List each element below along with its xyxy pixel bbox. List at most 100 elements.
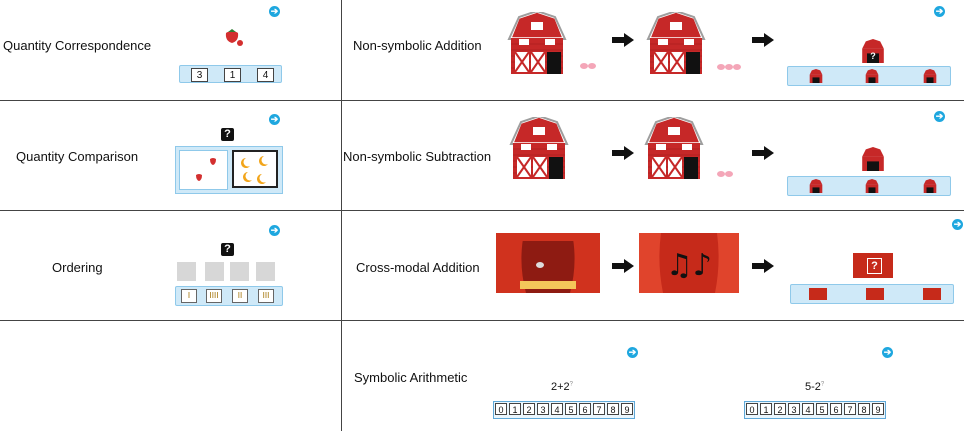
- next-arrow-icon[interactable]: ➔: [269, 114, 280, 125]
- svg-text:?: ?: [870, 51, 876, 61]
- answer-option[interactable]: 3: [191, 68, 208, 82]
- next-arrow-icon[interactable]: ➔: [934, 6, 945, 17]
- right-arrow-icon: [752, 146, 774, 160]
- right-arrow-icon: [612, 259, 634, 273]
- cross-modal-addition-label: Cross-modal Addition: [356, 260, 480, 275]
- next-arrow-icon[interactable]: ➔: [882, 347, 893, 358]
- stage-option[interactable]: [923, 288, 941, 300]
- non-symbolic-subtraction-label: Non-symbolic Subtraction: [343, 149, 492, 164]
- right-arrow-icon: [752, 259, 774, 273]
- quantity-correspondence-label: Quantity Correspondence: [3, 38, 152, 53]
- equation-text: 5-2: [805, 381, 821, 393]
- equation-1: 2+2?: [551, 381, 573, 393]
- number-option[interactable]: 9: [872, 403, 884, 415]
- tally-card[interactable]: II: [232, 289, 248, 303]
- number-option[interactable]: 4: [551, 403, 563, 415]
- strawberry-icon: [225, 29, 243, 46]
- question-mark-icon: ?: [221, 128, 234, 141]
- pig-icon: [580, 63, 596, 69]
- question-mark-icon: ?: [221, 243, 234, 256]
- answer-placeholder: ?: [820, 381, 825, 388]
- next-arrow-icon[interactable]: ➔: [269, 225, 280, 236]
- barn-icon: [641, 12, 711, 74]
- barn-icon: [862, 147, 884, 171]
- answer-bar: 3 1 4: [179, 65, 282, 83]
- order-slot[interactable]: [230, 262, 249, 281]
- number-option[interactable]: 3: [788, 403, 800, 415]
- number-option[interactable]: 0: [746, 403, 758, 415]
- tally-bar: I IIII II III: [175, 286, 283, 306]
- pig-icon: [717, 64, 741, 70]
- stage-option[interactable]: [809, 288, 827, 300]
- right-arrow-icon: [752, 33, 774, 47]
- barn-option[interactable]: [808, 179, 824, 193]
- barn-icon: [504, 117, 574, 179]
- order-slot[interactable]: [177, 262, 196, 281]
- row-divider-2: [0, 210, 964, 211]
- left-choice[interactable]: [179, 150, 228, 190]
- row-divider-1: [0, 100, 964, 101]
- question-mark-icon: ?: [867, 258, 882, 274]
- symbolic-arithmetic-label: Symbolic Arithmetic: [354, 370, 468, 385]
- right-arrow-icon: [612, 146, 634, 160]
- non-symbolic-addition-label: Non-symbolic Addition: [353, 38, 482, 53]
- next-arrow-icon[interactable]: ➔: [934, 111, 945, 122]
- tally-card[interactable]: III: [258, 289, 274, 303]
- answer-option[interactable]: 4: [257, 68, 274, 82]
- number-line: 0 1 2 3 4 5 6 7 8 9: [493, 401, 635, 419]
- column-divider: [341, 0, 342, 431]
- barn-option[interactable]: [864, 179, 880, 193]
- number-option[interactable]: 1: [760, 403, 772, 415]
- svg-text:♫♪: ♫♪: [666, 248, 712, 283]
- number-line: 0 1 2 3 4 5 6 7 8 9: [744, 401, 886, 419]
- answer-option[interactable]: 1: [224, 68, 241, 82]
- order-slot[interactable]: [205, 262, 224, 281]
- equation-text: 2+2: [551, 381, 570, 393]
- barn-icon: [502, 12, 572, 74]
- barn-option[interactable]: [808, 69, 824, 83]
- next-arrow-icon[interactable]: ➔: [627, 347, 638, 358]
- answer-bar: [787, 176, 951, 196]
- number-option[interactable]: 2: [523, 403, 535, 415]
- stage-curtain-image: [496, 233, 600, 293]
- right-choice[interactable]: [232, 150, 278, 188]
- barn-icon: [639, 117, 709, 179]
- ordering-label: Ordering: [52, 260, 103, 275]
- next-arrow-icon[interactable]: ➔: [269, 6, 280, 17]
- tally-card[interactable]: I: [181, 289, 197, 303]
- answer-placeholder: ?: [569, 381, 574, 388]
- number-option[interactable]: 6: [830, 403, 842, 415]
- next-arrow-icon[interactable]: ➔: [952, 219, 963, 230]
- number-option[interactable]: 5: [816, 403, 828, 415]
- number-option[interactable]: 4: [802, 403, 814, 415]
- comparison-panel: [175, 146, 283, 194]
- row-divider-3: [0, 320, 964, 321]
- barn-option[interactable]: [864, 69, 880, 83]
- barn-option[interactable]: [922, 69, 938, 83]
- number-option[interactable]: 0: [495, 403, 507, 415]
- equation-2: 5-2?: [805, 381, 824, 393]
- barn-option[interactable]: [922, 179, 938, 193]
- number-option[interactable]: 8: [858, 403, 870, 415]
- answer-bar: [790, 284, 954, 304]
- number-option[interactable]: 7: [844, 403, 856, 415]
- strawberry-icon: [196, 158, 216, 181]
- number-option[interactable]: 6: [579, 403, 591, 415]
- pig-icon: [717, 171, 733, 177]
- number-option[interactable]: 7: [593, 403, 605, 415]
- barn-question-icon: ?: [862, 39, 884, 63]
- number-option[interactable]: 5: [565, 403, 577, 415]
- moon-icon: [241, 156, 268, 184]
- right-arrow-icon: [612, 33, 634, 47]
- quantity-comparison-label: Quantity Comparison: [16, 149, 139, 164]
- number-option[interactable]: 2: [774, 403, 786, 415]
- tally-card[interactable]: IIII: [206, 289, 222, 303]
- stage-question-box: ?: [853, 253, 893, 278]
- number-option[interactable]: 9: [621, 403, 633, 415]
- number-option[interactable]: 8: [607, 403, 619, 415]
- stage-option[interactable]: [866, 288, 884, 300]
- order-slot[interactable]: [256, 262, 275, 281]
- stage-music-image: ♫♪: [639, 233, 739, 293]
- number-option[interactable]: 3: [537, 403, 549, 415]
- number-option[interactable]: 1: [509, 403, 521, 415]
